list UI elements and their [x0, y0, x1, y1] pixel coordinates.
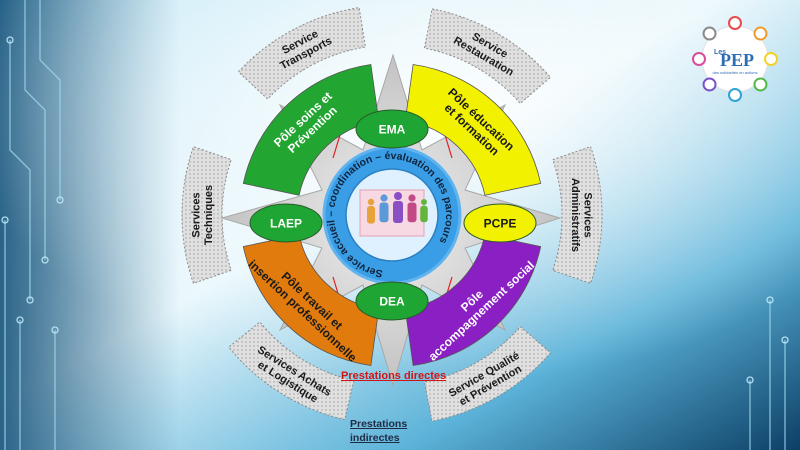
services-techniques-tab: ServicesTechniques: [181, 145, 232, 285]
node-dea: DEA: [355, 281, 429, 321]
person-figure: [407, 194, 417, 223]
person-figure: [379, 194, 389, 223]
logo-orbit-dot: [753, 26, 768, 41]
node-laep-label: LAEP: [270, 217, 302, 231]
pep-logo: Les PEP des solidarités en actions: [692, 16, 778, 102]
circuit-decoration: [4, 0, 786, 450]
people-icon: [359, 189, 428, 237]
legend-indirect-services: Prestations indirectes: [350, 418, 408, 444]
service-transports-tab: ServiceTransports: [237, 7, 366, 100]
svg-text:Les: Les: [714, 49, 726, 56]
node-ema: EMA: [355, 109, 429, 149]
services-administratifs-label: ServicesAdministratifs: [569, 178, 594, 252]
person-figure: [367, 198, 375, 224]
person-figure: [393, 192, 403, 223]
logo-orbit-dot: [702, 77, 717, 92]
logo-orbit-dot: [702, 26, 717, 41]
logo-orbit-dot: [764, 52, 778, 66]
node-laep: LAEP: [249, 203, 323, 243]
services-administratifs-tab: ServicesAdministratifs: [552, 145, 603, 285]
svg-text:PEP: PEP: [720, 50, 754, 70]
node-ema-label: EMA: [379, 123, 406, 137]
services-techniques-label: ServicesTechniques: [191, 185, 216, 245]
person-figure: [420, 199, 428, 223]
node-pcpe: PCPE: [463, 203, 537, 243]
logo-orbit-dot: [692, 52, 706, 66]
service-restauration-tab: ServiceRestauration: [423, 8, 552, 105]
logo-orbit-dot: [728, 16, 742, 30]
svg-text:des solidarités en actions: des solidarités en actions: [713, 70, 758, 75]
services-layer: ServiceTransports ServiceRestaurationServ…: [181, 7, 603, 422]
node-pcpe-label: PCPE: [484, 217, 517, 231]
logo-orbit-dot: [728, 88, 742, 102]
node-dea-label: DEA: [379, 295, 405, 309]
circuit-dots: [1, 36, 789, 384]
logo-orbit-dot: [753, 77, 768, 92]
inner-nodes-layer: EMA LAEP PCPE DEA: [249, 109, 537, 321]
legend-direct-services: Prestations directes: [341, 370, 447, 382]
